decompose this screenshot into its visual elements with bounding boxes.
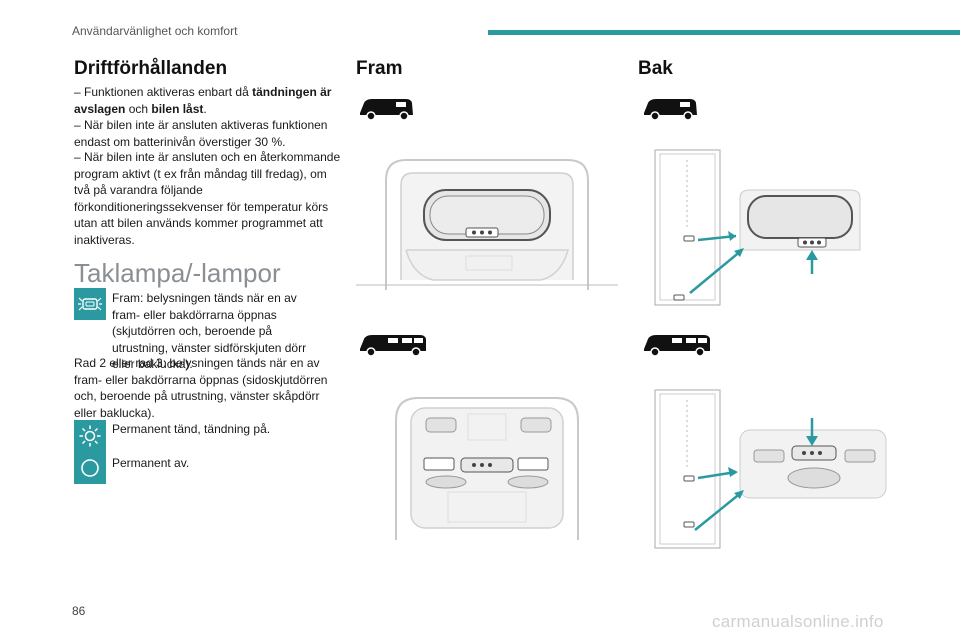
page-number: 86 [72,604,86,618]
section-title: Taklampa/-lampor [74,258,281,288]
van-long-icon-rear [644,335,710,357]
item1-text-2: Rad 2 eller rad 3: belysningen tänds när… [74,356,328,420]
header-accent-bar [488,30,960,35]
front-heading: Fram [356,58,403,79]
van-short-icon [360,99,413,121]
watermark: carmanualsonline.info [712,612,884,631]
rear-lamp-diagram-long [640,380,900,550]
circle-off-icon [74,452,106,484]
conditions-heading: Driftförhållanden [74,58,228,79]
sun-icon [74,420,106,452]
van-short-icon-rear [644,99,697,121]
item2-text: Permanent tänd, tändning på. [112,422,271,436]
running-header: Användarvänlighet och komfort [72,24,238,38]
van-long-icon [360,335,426,357]
conditions-para-2: – När bilen inte är ansluten aktiveras f… [74,118,328,149]
rear-lamp-diagram [640,140,900,310]
conditions-para-1: – Funktionen aktiveras enbart då tändnin… [74,85,332,116]
front-lamp-diagram-long [356,380,618,550]
item1-text-first-lines: Fram: belysningen tänds när en av fram- … [112,291,307,371]
rear-heading: Bak [638,58,673,79]
conditions-para-3: – När bilen inte är ansluten och en åter… [74,150,341,247]
door-light-icon [74,288,106,320]
front-lamp-diagram [356,140,618,300]
item3-text: Permanent av. [112,456,190,470]
